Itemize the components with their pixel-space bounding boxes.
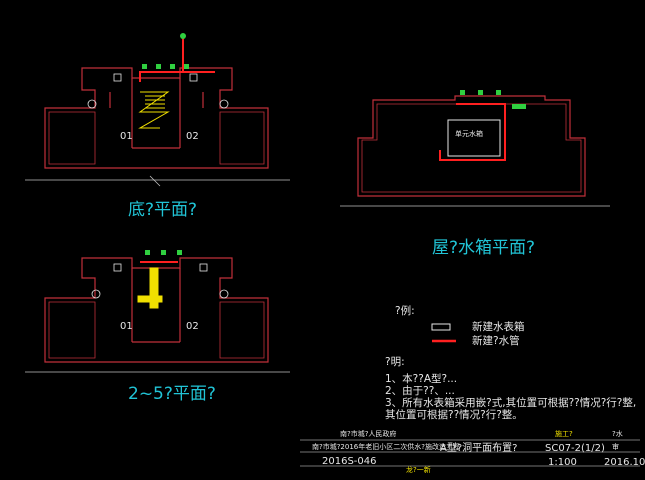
upper-meters <box>145 250 182 255</box>
legend-item-pipe: 新建?水管 <box>472 335 520 347</box>
tank-label: 单元水箱 <box>455 130 483 138</box>
upper-floors-plan <box>25 257 290 373</box>
ground-stair <box>138 91 170 129</box>
room-number-left-upper: 01 <box>120 321 133 332</box>
roof-tank <box>447 119 501 157</box>
room-number-right: 02 <box>186 131 199 142</box>
note-line-1: 1、本??A型?... <box>385 373 458 385</box>
title-scale: 1:100 <box>548 457 577 468</box>
title-designer: 龙?一新 <box>406 466 431 474</box>
note-line-2: 2、由于??、... <box>385 385 455 397</box>
title-drawing-no: 2016S-046 <box>322 456 377 467</box>
upper-fixtures <box>91 263 229 299</box>
note-line-4: 其位置可根据??情况?行?整。 <box>385 409 523 421</box>
upper-stair <box>137 267 163 309</box>
ground-floor-title: 底?平面? <box>128 200 198 220</box>
roof-tank-title: 屋?水箱平面? <box>432 238 536 258</box>
legend-meter-box-swatch <box>431 323 451 331</box>
title-project: 南?市城?2016年老旧小区二次供水?施改造工程 <box>312 443 460 451</box>
ground-fixtures <box>87 73 229 109</box>
ground-floor-plan <box>25 67 290 187</box>
ground-pipe <box>139 38 215 82</box>
room-number-right-upper: 02 <box>186 321 199 332</box>
roof-meters <box>460 90 526 109</box>
title-company: 南?市城?人民政府 <box>340 430 397 438</box>
roof-pipe <box>439 103 506 161</box>
room-number-left: 01 <box>120 131 133 142</box>
note-line-3: 3、所有水表箱采用嵌?式,其位置可根据??情况?行?整, <box>385 397 637 409</box>
title-sheet-code: SC07-2(1/2) <box>545 443 605 454</box>
upper-floors-title: 2~5?平面? <box>128 384 216 404</box>
roof-plan <box>340 95 610 207</box>
legend-item-meter-box: 新建水表箱 <box>472 321 525 333</box>
title-block <box>300 439 640 467</box>
pipe-entry-point <box>180 33 186 39</box>
title-profession: ?水 <box>612 430 623 438</box>
title-check-label: 施工? <box>555 430 573 438</box>
ground-meters <box>142 64 189 69</box>
legend-heading: ?例: <box>395 305 415 317</box>
title-date: 2016.10 <box>604 457 645 468</box>
notes-heading: ?明: <box>385 356 405 368</box>
title-drawing-title: A型?洞平面布置? <box>440 443 518 454</box>
title-stage: 审 <box>612 443 619 451</box>
